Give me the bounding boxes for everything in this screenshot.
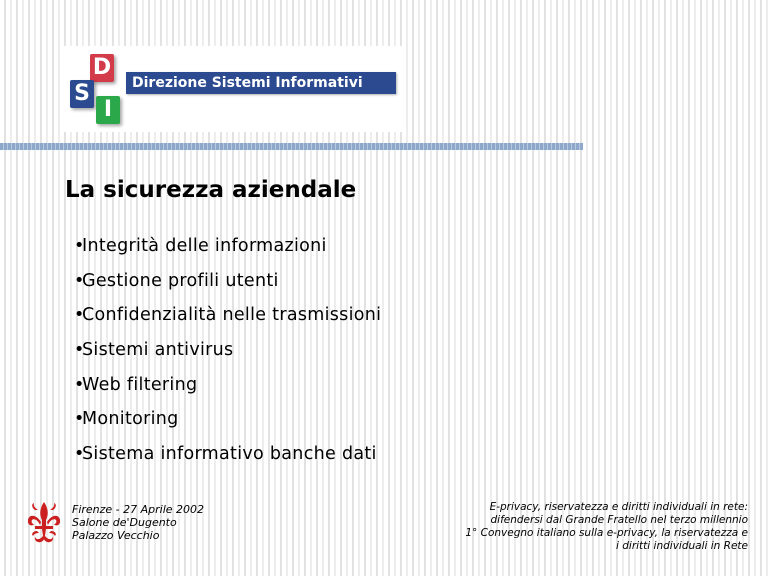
bullet-item: •Monitoring — [74, 408, 381, 443]
bullet-marker: • — [74, 409, 85, 430]
footer-right-line: 1° Convegno italiano sulla e-privacy, la… — [465, 527, 748, 539]
bullet-text: Sistemi antivirus — [82, 340, 234, 361]
page-title: La sicurezza aziendale — [65, 177, 357, 203]
bullet-list: •Integrità delle informazioni •Gestione … — [74, 235, 381, 478]
logo-banner: Direzione Sistemi Informativi — [126, 72, 396, 94]
footer-right-line: i diritti individuali in Rete — [615, 540, 748, 552]
bullet-item: •Confidenzialità nelle trasmissioni — [74, 304, 381, 339]
header-divider — [0, 143, 583, 150]
bullet-text: Monitoring — [82, 409, 179, 430]
dsi-logo: D S I Direzione Sistemi Informativi — [60, 46, 406, 132]
logo-letter-d: D — [90, 54, 114, 82]
footer-right-line: difendersi dal Grande Fratello nel terzo… — [490, 514, 748, 526]
bullet-marker: • — [74, 340, 85, 361]
bullet-text: Web filtering — [82, 374, 198, 395]
bullet-item: •Web filtering — [74, 374, 381, 409]
bullet-marker: • — [74, 236, 85, 256]
bullet-marker: • — [74, 270, 85, 291]
footer-left-line: Firenze - 27 Aprile 2002 — [72, 503, 205, 516]
florence-fleur-de-lis-icon — [27, 502, 61, 543]
bullet-marker: • — [74, 374, 85, 395]
logo-letter-i: I — [96, 96, 120, 124]
footer-left-text: Firenze - 27 Aprile 2002 Salone de'Dugen… — [72, 503, 204, 542]
bullet-item: •Sistemi antivirus — [74, 339, 381, 374]
logo-letter-s: S — [70, 80, 94, 108]
footer-left-line: Palazzo Vecchio — [72, 529, 160, 542]
footer-right-text: E-privacy, riservatezza e diritti indivi… — [388, 501, 748, 553]
bullet-text: Integrità delle informazioni — [82, 236, 327, 256]
bullet-item: •Sistema informativo banche dati — [74, 443, 381, 478]
bullet-text: Sistema informativo banche dati — [82, 444, 377, 465]
bullet-text: Confidenzialità nelle trasmissioni — [82, 305, 382, 326]
bullet-item: •Integrità delle informazioni — [74, 235, 381, 270]
footer-left-line: Salone de'Dugento — [72, 516, 177, 529]
bullet-marker: • — [74, 444, 85, 465]
bullet-text: Gestione profili utenti — [82, 270, 279, 291]
bullet-item: •Gestione profili utenti — [74, 270, 381, 305]
footer-right-line: E-privacy, riservatezza e diritti indivi… — [489, 501, 748, 513]
bullet-marker: • — [74, 305, 85, 326]
